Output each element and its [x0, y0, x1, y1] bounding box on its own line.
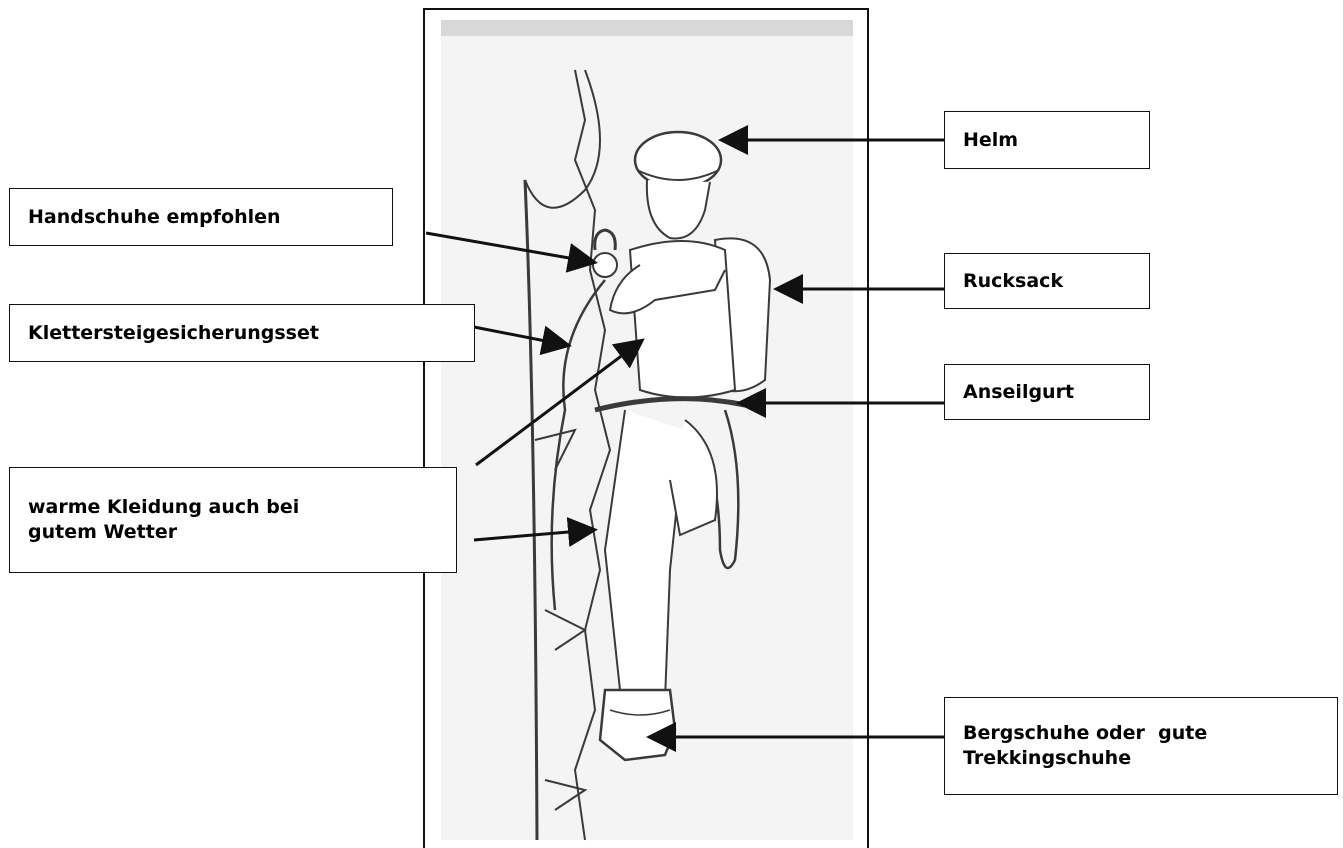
label-helm: Helm	[944, 111, 1150, 169]
label-rucksack-text: Rucksack	[963, 269, 1063, 294]
label-anseilgurt: Anseilgurt	[944, 364, 1150, 420]
label-kleidung-text: warme Kleidung auch bei gutem Wetter	[28, 495, 299, 545]
torso-shape	[630, 241, 735, 398]
label-klettersteig-text: Klettersteigesicherungsset	[28, 321, 319, 346]
climber-sketch	[425, 10, 869, 848]
label-helm-text: Helm	[963, 128, 1018, 153]
boot-shape	[600, 690, 675, 760]
climber-illustration	[423, 8, 869, 848]
label-kleidung: warme Kleidung auch bei gutem Wetter	[9, 467, 457, 573]
label-handschuhe-text: Handschuhe empfohlen	[28, 205, 281, 230]
label-klettersteig: Klettersteigesicherungsset	[9, 304, 475, 362]
label-bergschuhe: Bergschuhe oder gute Trekkingschuhe	[944, 697, 1338, 795]
label-anseilgurt-text: Anseilgurt	[963, 380, 1074, 405]
sketch-top-band	[441, 20, 853, 36]
label-bergschuhe-text: Bergschuhe oder gute Trekkingschuhe	[963, 721, 1207, 771]
label-handschuhe: Handschuhe empfohlen	[9, 188, 393, 246]
hand-shape	[593, 253, 617, 277]
label-rucksack: Rucksack	[944, 253, 1150, 309]
